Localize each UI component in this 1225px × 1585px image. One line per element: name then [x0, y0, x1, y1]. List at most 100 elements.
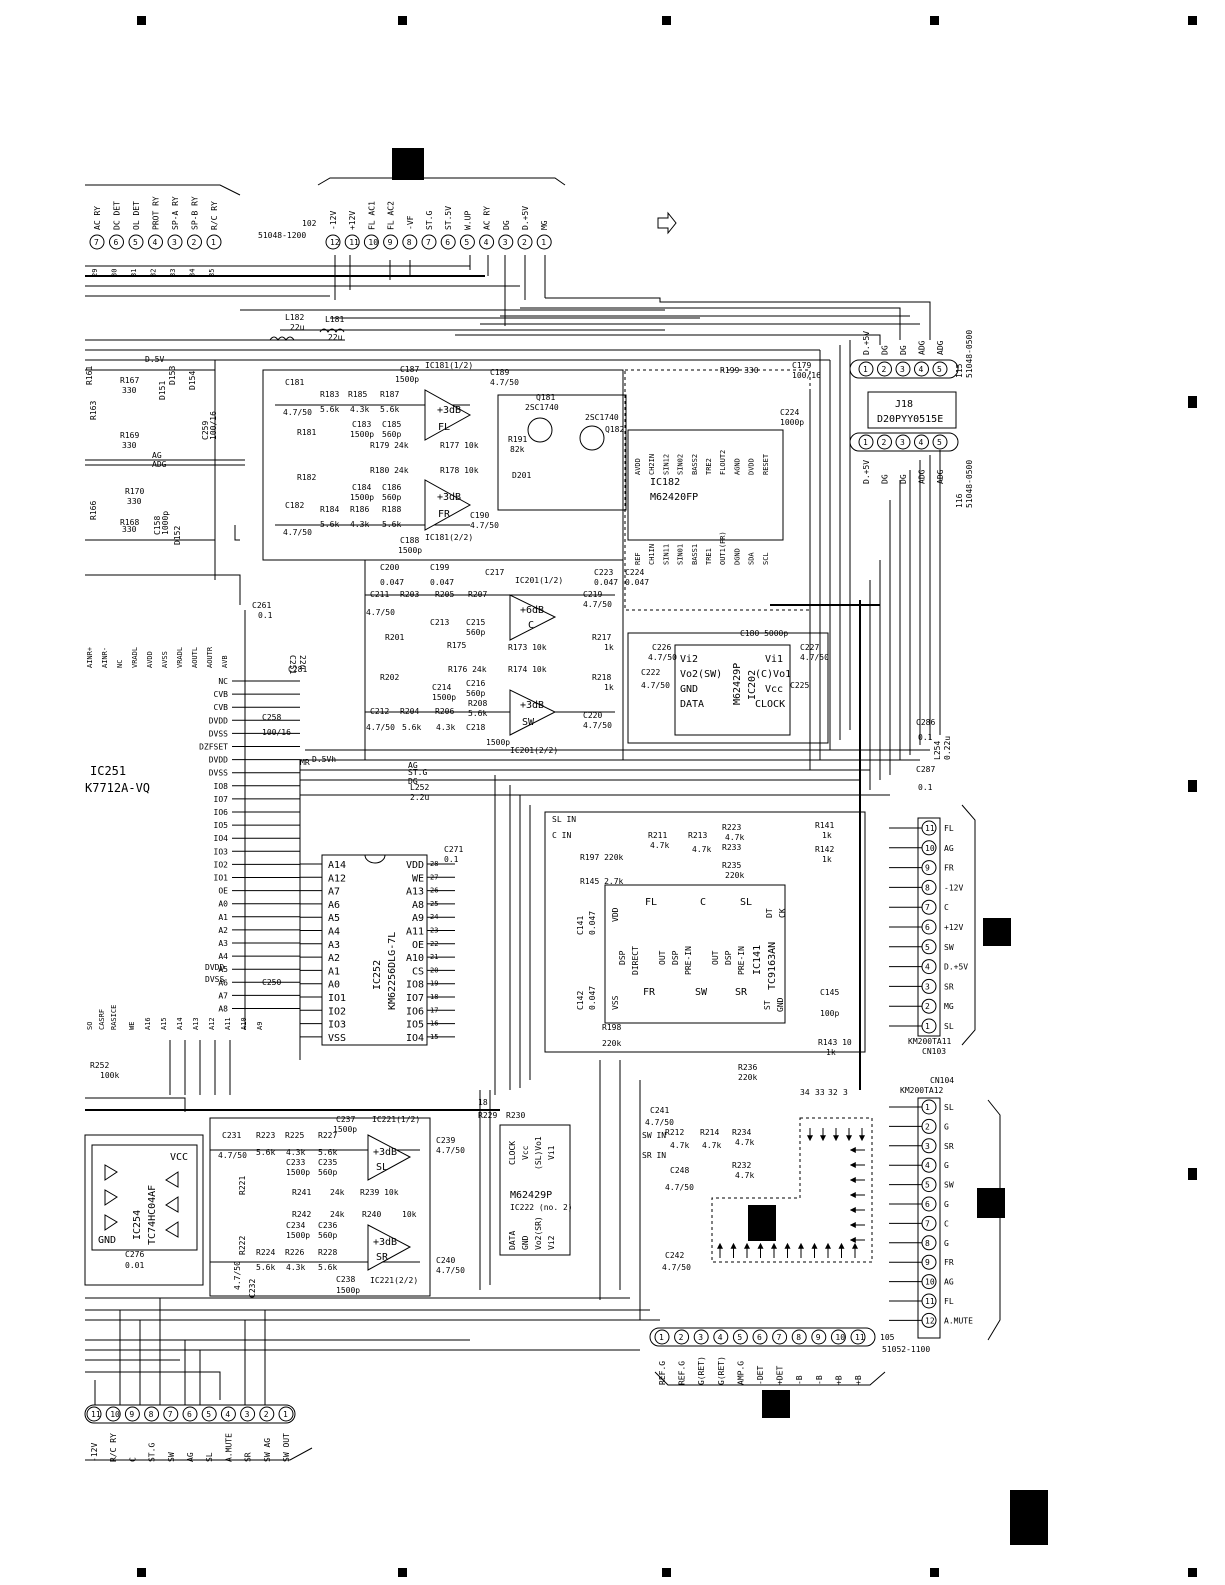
- connector-116-pin-number: 4: [919, 438, 924, 447]
- ic251-pin-label: IO7: [214, 795, 229, 804]
- svg-text:4.7/50: 4.7/50: [641, 681, 670, 690]
- svg-text:R167: R167: [120, 376, 139, 385]
- svg-text:R202: R202: [380, 673, 399, 682]
- ic251-pin-label: DVDD: [209, 756, 228, 765]
- svg-text:24k: 24k: [330, 1188, 345, 1197]
- connector-116-pin-circle: [914, 434, 929, 450]
- svg-text:SW: SW: [695, 987, 708, 998]
- cn104-part: KM200TA12: [900, 1086, 944, 1095]
- svg-text:R141: R141: [815, 821, 834, 830]
- cn104-signal-label: G: [944, 1239, 949, 1248]
- svg-text:C186: C186: [382, 483, 401, 492]
- svg-text:R233: R233: [722, 843, 741, 852]
- ic251-pin-label: IO1: [214, 874, 229, 883]
- ic252-right-pin-label: A13: [406, 887, 424, 898]
- ic254-gnd: GND: [98, 1235, 116, 1246]
- ic252-left-pin-label: A1: [328, 966, 340, 977]
- connector-105-pin-number: 6: [757, 1333, 762, 1342]
- connector-116-pin-number: 3: [900, 438, 905, 447]
- svg-text:C271: C271: [444, 845, 463, 854]
- svg-text:5.6k: 5.6k: [380, 405, 399, 414]
- ic181-2-ref: IC181(2/2): [425, 533, 473, 542]
- connector-102-part: 51048-1200: [258, 231, 306, 240]
- svg-text:R188: R188: [382, 505, 401, 514]
- connector-left-top-wire-number: 29: [91, 269, 99, 277]
- cn103-pin-number: 4: [925, 963, 930, 972]
- cn104-pin-number: 1: [925, 1103, 930, 1112]
- ic251-side-pin-label: AVDD: [146, 651, 154, 668]
- connector-115-signal-label: ADG: [936, 340, 945, 355]
- ic182-ref: IC182: [650, 477, 680, 488]
- cn104-pin-number: 8: [925, 1239, 930, 1248]
- q182-part: 2SC1740: [585, 413, 619, 422]
- connector-105-pin-number: 1: [659, 1333, 664, 1342]
- lower-bus: [85, 749, 930, 1405]
- ic252-ref: IC252: [372, 960, 383, 990]
- connector-105: 1REF.G2REF.G3G(RET)4G(RET)5AMP.G6-DET7+D…: [649, 1327, 930, 1386]
- svg-text:(C)Vo1: (C)Vo1: [755, 669, 791, 680]
- svg-text:0.047: 0.047: [380, 578, 404, 587]
- connector-102-pin-number: 11: [349, 238, 359, 247]
- connector-105-pin-number: 8: [796, 1333, 801, 1342]
- svg-text:R163: R163: [89, 401, 98, 420]
- connector-105-pin-number: 2: [679, 1333, 684, 1342]
- ic141-chip: IC141 TC9163AN VDD FL C SL DSP DIRECT OU…: [544, 811, 866, 1082]
- cn103-signal-label: D.+5V: [944, 963, 968, 972]
- cn104-signal-label: G: [944, 1161, 949, 1170]
- svg-text:R206: R206: [435, 707, 454, 716]
- svg-text:C184: C184: [352, 483, 371, 492]
- svg-text:1500p: 1500p: [432, 693, 456, 702]
- svg-text:L182: L182: [285, 313, 304, 322]
- connector-102-pin-number: 3: [503, 238, 508, 247]
- svg-text:5.6k: 5.6k: [320, 520, 339, 529]
- svg-text:C238: C238: [336, 1275, 355, 1284]
- q181-part: 2SC1740: [525, 403, 559, 412]
- cn104-pin-number: 3: [925, 1142, 930, 1151]
- ic141-ref: IC141: [752, 945, 763, 975]
- ic252-right-pin-label: VDD: [406, 860, 424, 871]
- svg-text:1500p: 1500p: [286, 1168, 310, 1177]
- ic201-1-ref: IC201(1/2): [515, 576, 563, 585]
- svg-text:A9: A9: [256, 1022, 264, 1030]
- cn103-pin-number: 10: [925, 844, 935, 853]
- svg-text:PRE-IN: PRE-IN: [737, 946, 746, 975]
- connector-116-pin-circle: [932, 434, 948, 450]
- ic222-ref: IC222 (no. 2): [510, 1203, 573, 1212]
- svg-text:DSP: DSP: [671, 950, 680, 965]
- svg-text:4.7/50: 4.7/50: [218, 1151, 247, 1160]
- connector-116-signal-label: ADG: [918, 469, 927, 484]
- svg-text:R212: R212: [665, 1128, 684, 1137]
- svg-text:C227: C227: [800, 643, 819, 652]
- svg-text:C232: C232: [248, 1279, 257, 1298]
- q181-ref: Q181: [536, 393, 555, 402]
- svg-text:R223: R223: [256, 1131, 275, 1140]
- svg-text:100p: 100p: [820, 1009, 839, 1018]
- connector-102-signal-label: ST.5V: [444, 206, 453, 230]
- cn104-pin-number: 4: [925, 1161, 930, 1170]
- connector-left-top-pin-circle: [167, 234, 183, 250]
- svg-text:R178 10k: R178 10k: [440, 466, 479, 475]
- svg-text:560p: 560p: [318, 1168, 337, 1177]
- ic251-pin-label: IO3: [214, 847, 229, 856]
- svg-text:C179: C179: [792, 361, 811, 370]
- connector-left-top-pin-circle: [128, 234, 144, 250]
- svg-text:D153: D153: [168, 366, 177, 385]
- svg-text:R205: R205: [435, 590, 454, 599]
- ic252-right-pin-label: IO7: [406, 993, 424, 1004]
- svg-text:1000p: 1000p: [780, 418, 804, 427]
- cn103-signal-label: AG: [944, 844, 954, 853]
- svg-text:Vcc: Vcc: [521, 1145, 530, 1160]
- ic182-pin-label: TRE2: [705, 458, 713, 475]
- connector-105-signal-label: +B: [854, 1375, 863, 1385]
- svg-text:RASICE: RASICE: [110, 1005, 118, 1030]
- svg-text:GND: GND: [776, 997, 785, 1012]
- svg-text:R181: R181: [297, 428, 316, 437]
- signal-arrow-block: 34 33 32 3: [711, 1088, 873, 1263]
- connector-bottom-left-signal-label: A.MUTE: [224, 1433, 233, 1462]
- svg-text:0.22u: 0.22u: [943, 736, 952, 760]
- ic252-left-pin-label: VSS: [328, 1033, 346, 1044]
